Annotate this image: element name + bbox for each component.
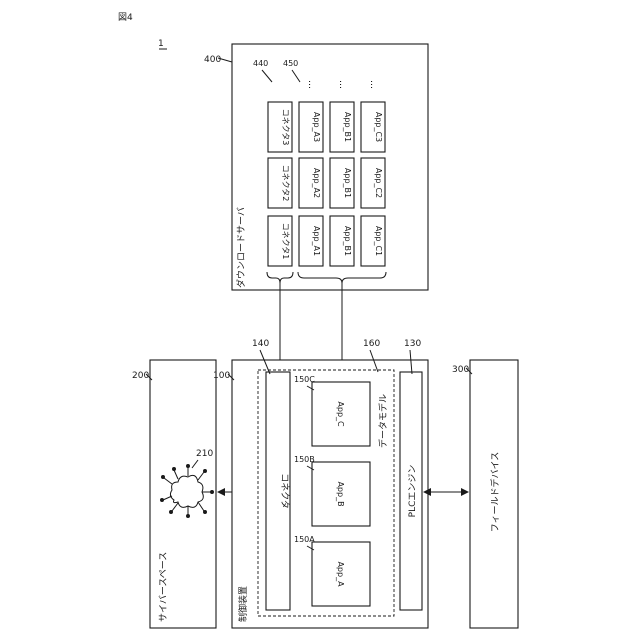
server-app-b1-label: App_B1	[343, 226, 352, 256]
app-group-ref: 450	[283, 59, 298, 68]
device-app-a-ref: 150A	[294, 535, 315, 544]
server-app-b3-label: App_B1	[343, 112, 352, 142]
figure-label: 図4	[118, 12, 133, 23]
device-app-a-label: App_A	[336, 561, 345, 587]
device-app-b-ref: 150B	[294, 455, 315, 464]
server-connector-1-label: コネクタ1	[281, 223, 290, 260]
server-connector-2-label: コネクタ2	[281, 165, 290, 202]
connector-group-ref: 440	[253, 59, 268, 68]
system-ref: 1	[158, 39, 164, 49]
server-app-c2-label: App_C2	[374, 168, 383, 198]
device-app-c-ref: 150C	[294, 375, 315, 384]
download-server-ref: 400	[204, 55, 221, 65]
ellipsis-col-b: …	[337, 80, 347, 89]
device-app-b-label: App_B	[336, 481, 345, 506]
control-device-ref: 100	[213, 371, 230, 381]
cyberspace-ref: 200	[132, 371, 149, 381]
download-server-title: ダウンロードサーバ	[235, 207, 247, 288]
server-app-b2-label: App_B1	[343, 168, 352, 198]
server-app-c3-label: App_C3	[374, 112, 383, 142]
field-devices-ref: 300	[452, 365, 469, 375]
data-model-ref: 160	[363, 339, 380, 349]
cloud-ref: 210	[196, 449, 213, 459]
server-app-a3-label: App_A3	[312, 112, 321, 142]
ellipsis-col-c: …	[368, 80, 378, 89]
plc-engine-ref: 130	[404, 339, 421, 349]
cyberspace-title: サイバースペース	[158, 552, 169, 622]
server-app-a1-label: App_A1	[312, 226, 321, 256]
field-devices-title: フィールドデバイス	[489, 452, 501, 533]
server-connector-3-label: コネクタ3	[281, 109, 290, 146]
server-app-a2-label: App_A2	[312, 168, 321, 198]
device-app-c-label: App_C	[336, 401, 345, 427]
data-model-label: データモデル	[377, 394, 389, 448]
control-device-title: 制御装置	[237, 586, 249, 622]
server-app-c1-label: App_C1	[374, 226, 383, 256]
ellipsis-col-a: …	[306, 80, 316, 89]
device-connector-label: コネクタ	[279, 473, 290, 509]
plc-engine-label: PLCエンジン	[408, 465, 418, 518]
device-connector-ref: 140	[252, 339, 269, 349]
